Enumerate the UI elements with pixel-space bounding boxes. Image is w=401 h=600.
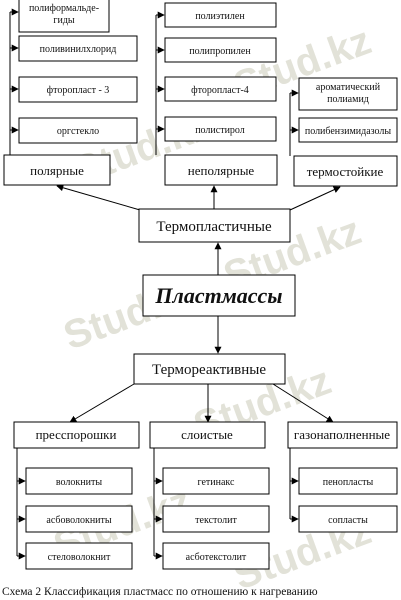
group-label-nonpolar: неполярные [188, 163, 255, 178]
item-box [164, 76, 277, 102]
item-box [164, 37, 277, 63]
root-box [142, 274, 296, 317]
arrow-to-polar [56, 184, 141, 211]
item-box [298, 77, 398, 111]
item-box [18, 35, 138, 62]
item-label: полипропилен [189, 46, 251, 57]
group-box-nonpolar [164, 154, 278, 186]
item-label: асбоволокниты [46, 515, 112, 526]
item-box [298, 505, 398, 533]
item-label: волокниты [56, 477, 102, 488]
item-box [18, 0, 110, 33]
item-label: полиформальде-гиды [29, 3, 99, 26]
item-box [162, 542, 270, 570]
item-label: фторопласт-4 [191, 85, 249, 96]
item-label: стеловолокнит [48, 552, 111, 563]
arrow-to-gasfilled [272, 383, 334, 423]
item-label: асботекстолит [186, 552, 247, 563]
thermoplastic-label: Термопластичные [156, 219, 272, 235]
root-label: Пластмассы [154, 283, 282, 308]
item-label: пенопласты [323, 477, 374, 488]
item-box [298, 117, 398, 143]
item-box [25, 542, 133, 570]
group-label-polar: полярные [30, 163, 84, 178]
group-box-presspowders [13, 421, 140, 449]
item-label: полистирол [195, 125, 245, 136]
item-label: поливинилхлорид [40, 44, 117, 55]
item-box [298, 467, 398, 495]
item-label: гетинакс [198, 477, 236, 488]
item-box [18, 76, 138, 103]
group-box-laminated [149, 421, 266, 449]
item-box [18, 117, 138, 144]
item-box [164, 2, 277, 28]
connectors [9, 8, 341, 560]
item-label: фторопласт - 3 [47, 85, 110, 96]
group-box-heatresistant [293, 155, 398, 187]
group-box-polar [3, 154, 111, 186]
group-label-gasfilled: газонаполненные [294, 427, 390, 442]
group-label-presspowders: пресспорошки [36, 427, 117, 442]
thermoset-box [133, 353, 286, 385]
item-label: текстолит [195, 515, 237, 526]
item-label: оргстекло [57, 126, 99, 137]
group-label-heatresistant: термостойкие [307, 164, 384, 179]
arrow-to-presspowders [69, 383, 135, 423]
item-label: полибензимидазолы [305, 126, 392, 137]
item-box [25, 505, 133, 533]
item-box [164, 116, 277, 142]
item-label: полиэтилен [195, 11, 245, 22]
arrow-to-heatresistant [289, 186, 341, 211]
thermoplastic-box [138, 208, 291, 243]
thermoset-label: Термореактивные [152, 362, 266, 378]
item-label: сопласты [328, 515, 368, 526]
figure-caption: Схема 2 Классификация пластмасс по отнош… [2, 586, 318, 598]
item-box [162, 467, 270, 495]
item-box [25, 467, 133, 495]
item-box [162, 505, 270, 533]
group-box-gasfilled [287, 421, 398, 449]
group-label-laminated: слоистые [181, 427, 233, 442]
